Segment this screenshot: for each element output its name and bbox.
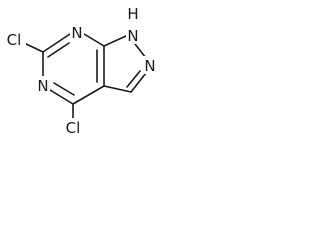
- bond-n5-c4: [49, 89, 74, 105]
- bond-c7a-nh: [103, 35, 127, 47]
- atom-n-right: N: [144, 57, 155, 75]
- bond-n2-c3: [130, 72, 147, 93]
- atom-labels: Cl N H N N N Cl: [4, 5, 156, 137]
- atom-h-top: H: [127, 5, 138, 23]
- atom-n-mid-left: N: [37, 77, 48, 95]
- chemical-structure-diagram: Cl N H N N N Cl: [4, 5, 156, 137]
- atom-nh-n: N: [127, 27, 138, 45]
- atom-cl-bottom: Cl: [66, 119, 81, 137]
- bond-nh-n2: [134, 43, 147, 59]
- bond-n5-c4-double: [53, 82, 75, 96]
- bond-c6-n1: [42, 33, 71, 53]
- bond-n2-c3-double: [126, 70, 141, 88]
- bond-c3-c3a: [103, 85, 132, 93]
- bond-n1-c7a: [83, 33, 105, 47]
- atom-cl-left: Cl: [7, 31, 22, 49]
- bonds: [21, 33, 147, 121]
- bond-c6-n1-double: [47, 42, 70, 58]
- atom-n-top: N: [71, 24, 82, 42]
- bond-c4-c3a: [72, 85, 105, 105]
